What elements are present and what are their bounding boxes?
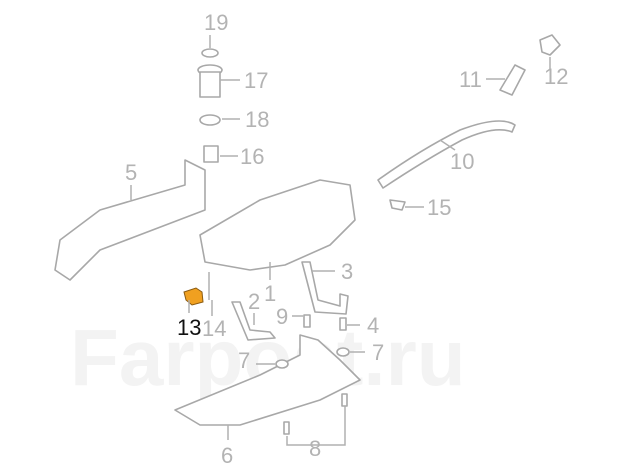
part-4-bolt[interactable] xyxy=(339,317,347,331)
leader-lines xyxy=(130,35,551,446)
callout-7-left[interactable]: 7 xyxy=(238,348,250,373)
part-12-cap[interactable] xyxy=(539,34,561,56)
part-9-bolt[interactable] xyxy=(303,314,311,328)
callout-14[interactable]: 14 xyxy=(202,316,226,341)
part-5-heat-shield[interactable] xyxy=(54,159,206,281)
part-8-bolt-a[interactable] xyxy=(283,421,290,435)
callout-12[interactable]: 12 xyxy=(544,64,568,89)
callout-10[interactable]: 10 xyxy=(450,149,474,174)
part-11-filler-neck[interactable] xyxy=(499,64,526,96)
callout-16[interactable]: 16 xyxy=(240,144,264,169)
callout-18[interactable]: 18 xyxy=(245,107,269,132)
callout-17[interactable]: 17 xyxy=(244,68,268,93)
callout-13[interactable]: 13 xyxy=(177,315,201,340)
part-7-nut-right[interactable] xyxy=(336,347,350,357)
callout-19[interactable]: 19 xyxy=(204,10,228,35)
callout-1[interactable]: 1 xyxy=(264,281,276,306)
part-17-fuel-pump[interactable] xyxy=(197,64,223,98)
part-13-highlighted[interactable] xyxy=(183,287,204,306)
callout-3[interactable]: 3 xyxy=(341,259,353,284)
part-8-bolt-b[interactable] xyxy=(341,393,348,407)
callout-9[interactable]: 9 xyxy=(276,304,288,329)
callout-11[interactable]: 11 xyxy=(459,67,482,92)
callout-5[interactable]: 5 xyxy=(125,160,137,185)
callout-4[interactable]: 4 xyxy=(367,313,379,338)
part-3-strap[interactable] xyxy=(301,261,349,315)
part-18-seal[interactable] xyxy=(199,114,221,126)
part-7-nut-left[interactable] xyxy=(275,359,289,369)
callout-8[interactable]: 8 xyxy=(309,436,321,461)
part-19-ring[interactable] xyxy=(201,48,219,58)
part-1-fuel-tank[interactable] xyxy=(199,179,356,271)
callout-15[interactable]: 15 xyxy=(427,195,451,220)
callout-7-right[interactable]: 7 xyxy=(372,340,384,365)
callout-6[interactable]: 6 xyxy=(221,443,233,468)
part-15-clip[interactable] xyxy=(389,199,406,211)
callout-2[interactable]: 2 xyxy=(248,289,260,314)
part-16-clip[interactable] xyxy=(203,145,219,163)
part-10-hose[interactable] xyxy=(377,120,516,189)
part-2-strap[interactable] xyxy=(231,301,276,341)
